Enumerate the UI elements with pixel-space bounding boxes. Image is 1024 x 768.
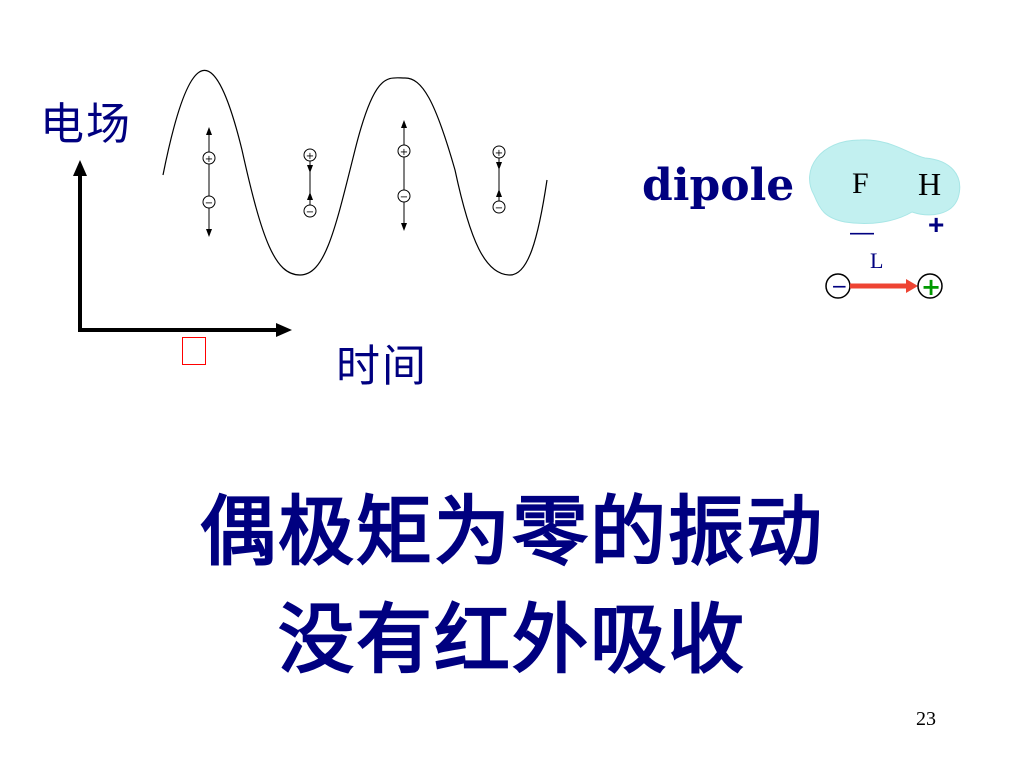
atom-h-label: H xyxy=(918,166,941,202)
negative-charge-sign: − xyxy=(400,192,408,203)
dipole-1: +− xyxy=(202,127,216,237)
positive-charge-sign: + xyxy=(205,154,213,165)
negative-charge-icon xyxy=(492,200,506,214)
dipole-arrow-up xyxy=(307,192,313,200)
positive-charge-icon xyxy=(303,148,317,162)
dipole-label: dipole xyxy=(642,160,795,211)
positive-charge-icon xyxy=(397,144,411,158)
partial-negative-charge: — xyxy=(850,219,874,246)
main-statement-line1: 偶极矩为零的振动 xyxy=(200,487,824,576)
dipole-3: +− xyxy=(397,120,411,231)
negative-charge-icon xyxy=(202,195,216,209)
page-number: 23 xyxy=(916,708,936,730)
atom-f-label: F xyxy=(852,167,869,200)
dipole-arrow-up xyxy=(401,120,407,128)
dipole-arrow-down xyxy=(206,229,212,237)
positive-charge-sign: + xyxy=(400,147,408,158)
negative-charge-sign: − xyxy=(205,198,213,209)
y-axis-label: 电场 xyxy=(40,99,132,150)
negative-charge-icon xyxy=(303,204,317,218)
negative-charge-sign: − xyxy=(306,207,314,218)
partial-positive-charge: + xyxy=(928,209,944,240)
negative-charge-sign: − xyxy=(495,203,503,214)
dipole-arrowhead xyxy=(906,279,918,293)
dipole-arrow-down xyxy=(496,162,502,170)
y-axis-arrowhead xyxy=(73,160,87,176)
positive-charge-sign: + xyxy=(495,148,503,159)
positive-charge-icon xyxy=(202,151,216,165)
dipole-4: +− xyxy=(492,145,506,214)
positive-charge-sign: + xyxy=(306,151,314,162)
electron-cloud xyxy=(809,139,961,225)
electric-field-wave xyxy=(162,69,548,276)
field-wave-diagram: +−+−+−+− xyxy=(73,69,548,337)
positive-pole-icon xyxy=(917,273,943,299)
positive-pole-sign: + xyxy=(921,273,941,301)
hf-molecule-diagram: F H — + L − + xyxy=(809,139,961,301)
oscillating-dipoles: +−+−+−+− xyxy=(202,120,506,237)
dipole-arrow-down xyxy=(401,223,407,231)
main-statement-line2: 没有红外吸收 xyxy=(278,595,746,684)
dipole-2: +− xyxy=(303,148,317,218)
negative-pole-sign: − xyxy=(831,274,848,298)
positive-charge-icon xyxy=(492,145,506,159)
x-axis-label: 时间 xyxy=(336,341,428,392)
x-axis-arrowhead xyxy=(276,323,292,337)
dipole-arrow-up xyxy=(496,189,502,197)
missing-glyph-box xyxy=(182,337,206,365)
negative-charge-icon xyxy=(397,189,411,203)
dipole-arrow-down xyxy=(307,165,313,173)
dipole-arrow-up xyxy=(206,127,212,135)
bond-length-label: L xyxy=(870,248,883,273)
